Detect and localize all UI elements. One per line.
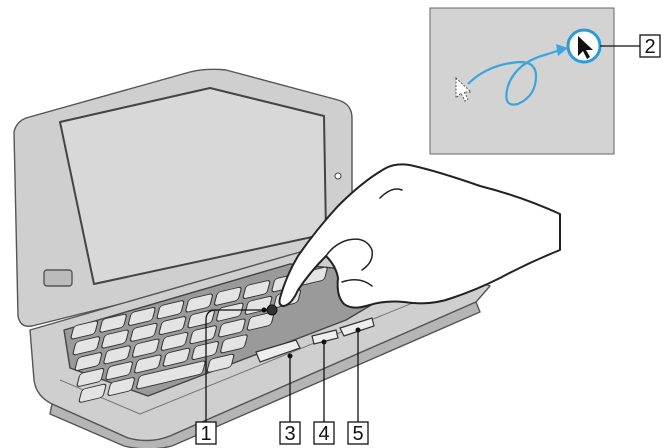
- hinge-latch: [43, 269, 73, 287]
- left-button: [255, 339, 301, 363]
- callout-leaders: [205, 45, 640, 422]
- callout-label-5: 5: [352, 423, 363, 445]
- center-button: [311, 329, 339, 345]
- right-button: [339, 317, 375, 337]
- hand-outline: [278, 163, 561, 309]
- callout-1: 1: [195, 421, 217, 445]
- laptop-screen: [59, 87, 327, 285]
- callout-3: 3: [279, 421, 301, 445]
- finger-crease: [325, 238, 374, 271]
- cursor-motion-path: [467, 48, 561, 106]
- cursor-inset: [429, 7, 615, 155]
- hand: [278, 163, 561, 309]
- pointing-stick: [266, 304, 278, 316]
- thumb-line: [341, 279, 373, 287]
- pointer-buttons: [255, 317, 375, 363]
- camera-icon: [334, 172, 342, 180]
- callout-4: 4: [313, 421, 335, 445]
- callout-label-1: 1: [200, 423, 211, 445]
- knuckle-line: [379, 188, 403, 199]
- callout-2: 2: [639, 34, 661, 58]
- pointer-arrow-icon: [578, 36, 593, 59]
- callout-label-4: 4: [318, 423, 329, 445]
- ghost-pointer-icon: [455, 76, 473, 102]
- callout-label-2: 2: [644, 36, 655, 58]
- callout-5: 5: [347, 421, 369, 445]
- leader-line-1: [205, 309, 264, 422]
- callout-label-3: 3: [284, 423, 295, 445]
- callout-dots: [261, 307, 361, 359]
- path-arrowhead: [556, 44, 568, 56]
